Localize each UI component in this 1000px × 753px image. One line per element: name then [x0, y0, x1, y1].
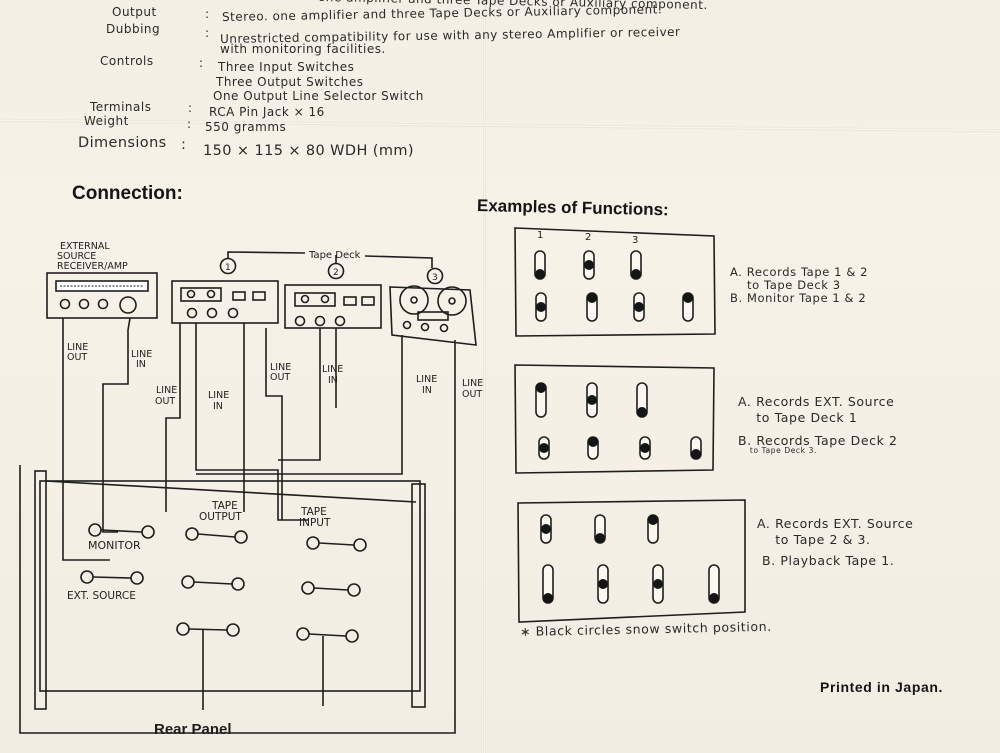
example-panel-1: [514, 227, 716, 337]
monitor-label: MONITOR: [88, 539, 141, 552]
tape-input-label: INPUT: [299, 517, 331, 529]
line-out-label: LINE: [462, 378, 483, 389]
connection-heading: Connection:: [72, 183, 183, 204]
line-out-label: LINE: [270, 362, 291, 373]
line-in-label: LINE: [208, 390, 229, 401]
switch-position-dot: [587, 293, 597, 303]
column-number-3: 3: [632, 235, 638, 246]
spec-value-dimensions: 150 × 115 × 80 WDH (mm): [203, 143, 414, 159]
rear-panel-label: Rear Panel: [154, 721, 232, 738]
spec-value-weight: 550 gramms: [205, 120, 287, 134]
reel-deck-3: [389, 286, 477, 346]
deck-number-2: 2: [333, 268, 339, 278]
example-2-line: to Tape Deck 3.: [738, 446, 817, 455]
switch-position-dot: [691, 449, 701, 459]
switch-position-dot: [536, 383, 546, 393]
spec-label-controls: Controls: [100, 54, 154, 68]
spec-colon: :: [188, 101, 193, 115]
switch-position-dot: [683, 293, 693, 303]
line-out-label: OUT: [155, 396, 175, 407]
line-in-label: LINE: [131, 349, 152, 360]
switch-position-dot: [631, 269, 641, 279]
tape-input-label: TAPE: [300, 506, 327, 518]
column-number-2: 2: [585, 232, 591, 243]
spec-list: one amplifier and three Tape Decks or Au…: [0, 0, 1000, 170]
line-in-label: IN: [136, 359, 146, 370]
spec-colon: :: [205, 26, 210, 40]
example-panel-2: [514, 364, 715, 474]
deck-number-1: 1: [225, 263, 231, 273]
spec-label-dimensions: Dimensions: [78, 135, 167, 151]
spec-colon: :: [181, 137, 187, 153]
line-out-label: LINE: [67, 342, 88, 353]
tape-output-label: OUTPUT: [199, 511, 242, 523]
spec-value-controls-2: Three Output Switches: [216, 75, 364, 89]
example-1-line: A. Records Tape 1 & 2: [730, 265, 869, 279]
external-source-label: SOURCE: [57, 251, 96, 262]
tape-deck-1-box: [171, 280, 279, 324]
deck-number-3: 3: [432, 273, 438, 283]
spec-colon: :: [187, 117, 192, 131]
spec-label-weight: Weight: [84, 114, 129, 128]
example-2-line: A. Records EXT. Source: [738, 394, 895, 409]
column-number-1: 1: [537, 230, 543, 241]
external-source-box: [46, 272, 158, 319]
spec-value-terminals: RCA Pin Jack × 16: [209, 105, 325, 119]
line-out-label: OUT: [67, 352, 87, 363]
switch-position-dot: [588, 437, 598, 447]
switch-position-dot: [587, 395, 597, 405]
spec-value-controls-3: One Output Line Selector Switch: [213, 89, 424, 103]
switch-position-dot: [536, 302, 546, 312]
switch-position-dot: [653, 579, 663, 589]
switch-position-dot: [640, 443, 650, 453]
line-out-label: OUT: [270, 372, 290, 383]
switch-position-dot: [648, 515, 658, 525]
switch-position-dot: [539, 443, 549, 453]
external-source-label: RECEIVER/AMP: [57, 261, 128, 272]
tape-deck-label: Tape Deck: [308, 250, 361, 261]
example-1-line: to Tape Deck 3: [730, 278, 841, 292]
spec-value-controls-1: Three Input Switches: [218, 60, 355, 74]
tape-deck-2-box: [284, 284, 382, 329]
line-in-label: IN: [328, 375, 338, 386]
rear-panel-box: [39, 480, 421, 692]
switch-position-dot: [535, 269, 545, 279]
example-3-line: B. Playback Tape 1.: [762, 553, 895, 568]
example-3-line: to Tape 2 & 3.: [757, 532, 871, 547]
line-in-label: IN: [422, 385, 432, 396]
ext-source-label: EXT. SOURCE: [67, 590, 136, 602]
external-source-label: EXTERNAL: [60, 241, 110, 252]
spec-value-dubbing-2: with monitoring facilities.: [220, 42, 386, 56]
example-2-line: to Tape Deck 1: [738, 410, 858, 425]
switch-position-dot: [598, 579, 608, 589]
switch-position-dot: [541, 524, 551, 534]
example-panel-3: [517, 499, 746, 623]
spec-colon: :: [199, 56, 204, 70]
spec-label-dubbing: Dubbing: [106, 22, 161, 36]
spec-colon: :: [205, 7, 210, 21]
spec-label-output: Output: [112, 5, 157, 19]
tape-output-label: TAPE: [211, 500, 238, 512]
switch-position-dot: [709, 593, 719, 603]
connection-diagram: EXTERNAL SOURCE RECEIVER/AMP Tape Deck 1…: [19, 241, 483, 738]
line-in-label: LINE: [322, 364, 343, 375]
spec-label-terminals: Terminals: [90, 100, 152, 114]
example-2-line: B. Records Tape Deck 2: [738, 433, 898, 448]
line-out-label: OUT: [462, 389, 482, 400]
switch-position-dot: [595, 533, 605, 543]
switch-position-dot: [543, 593, 553, 603]
printed-in-japan: Printed in Japan.: [820, 679, 943, 695]
example-3-line: A. Records EXT. Source: [757, 516, 914, 531]
paper-fold-vertical: [483, 0, 486, 753]
switch-position-dot: [584, 260, 594, 270]
switch-position-dot: [637, 407, 647, 417]
switch-position-dot: [634, 302, 644, 312]
line-in-label: LINE: [416, 374, 437, 385]
line-in-label: IN: [213, 401, 223, 412]
line-out-label: LINE: [156, 385, 177, 396]
example-1-line: B. Monitor Tape 1 & 2: [730, 291, 867, 305]
